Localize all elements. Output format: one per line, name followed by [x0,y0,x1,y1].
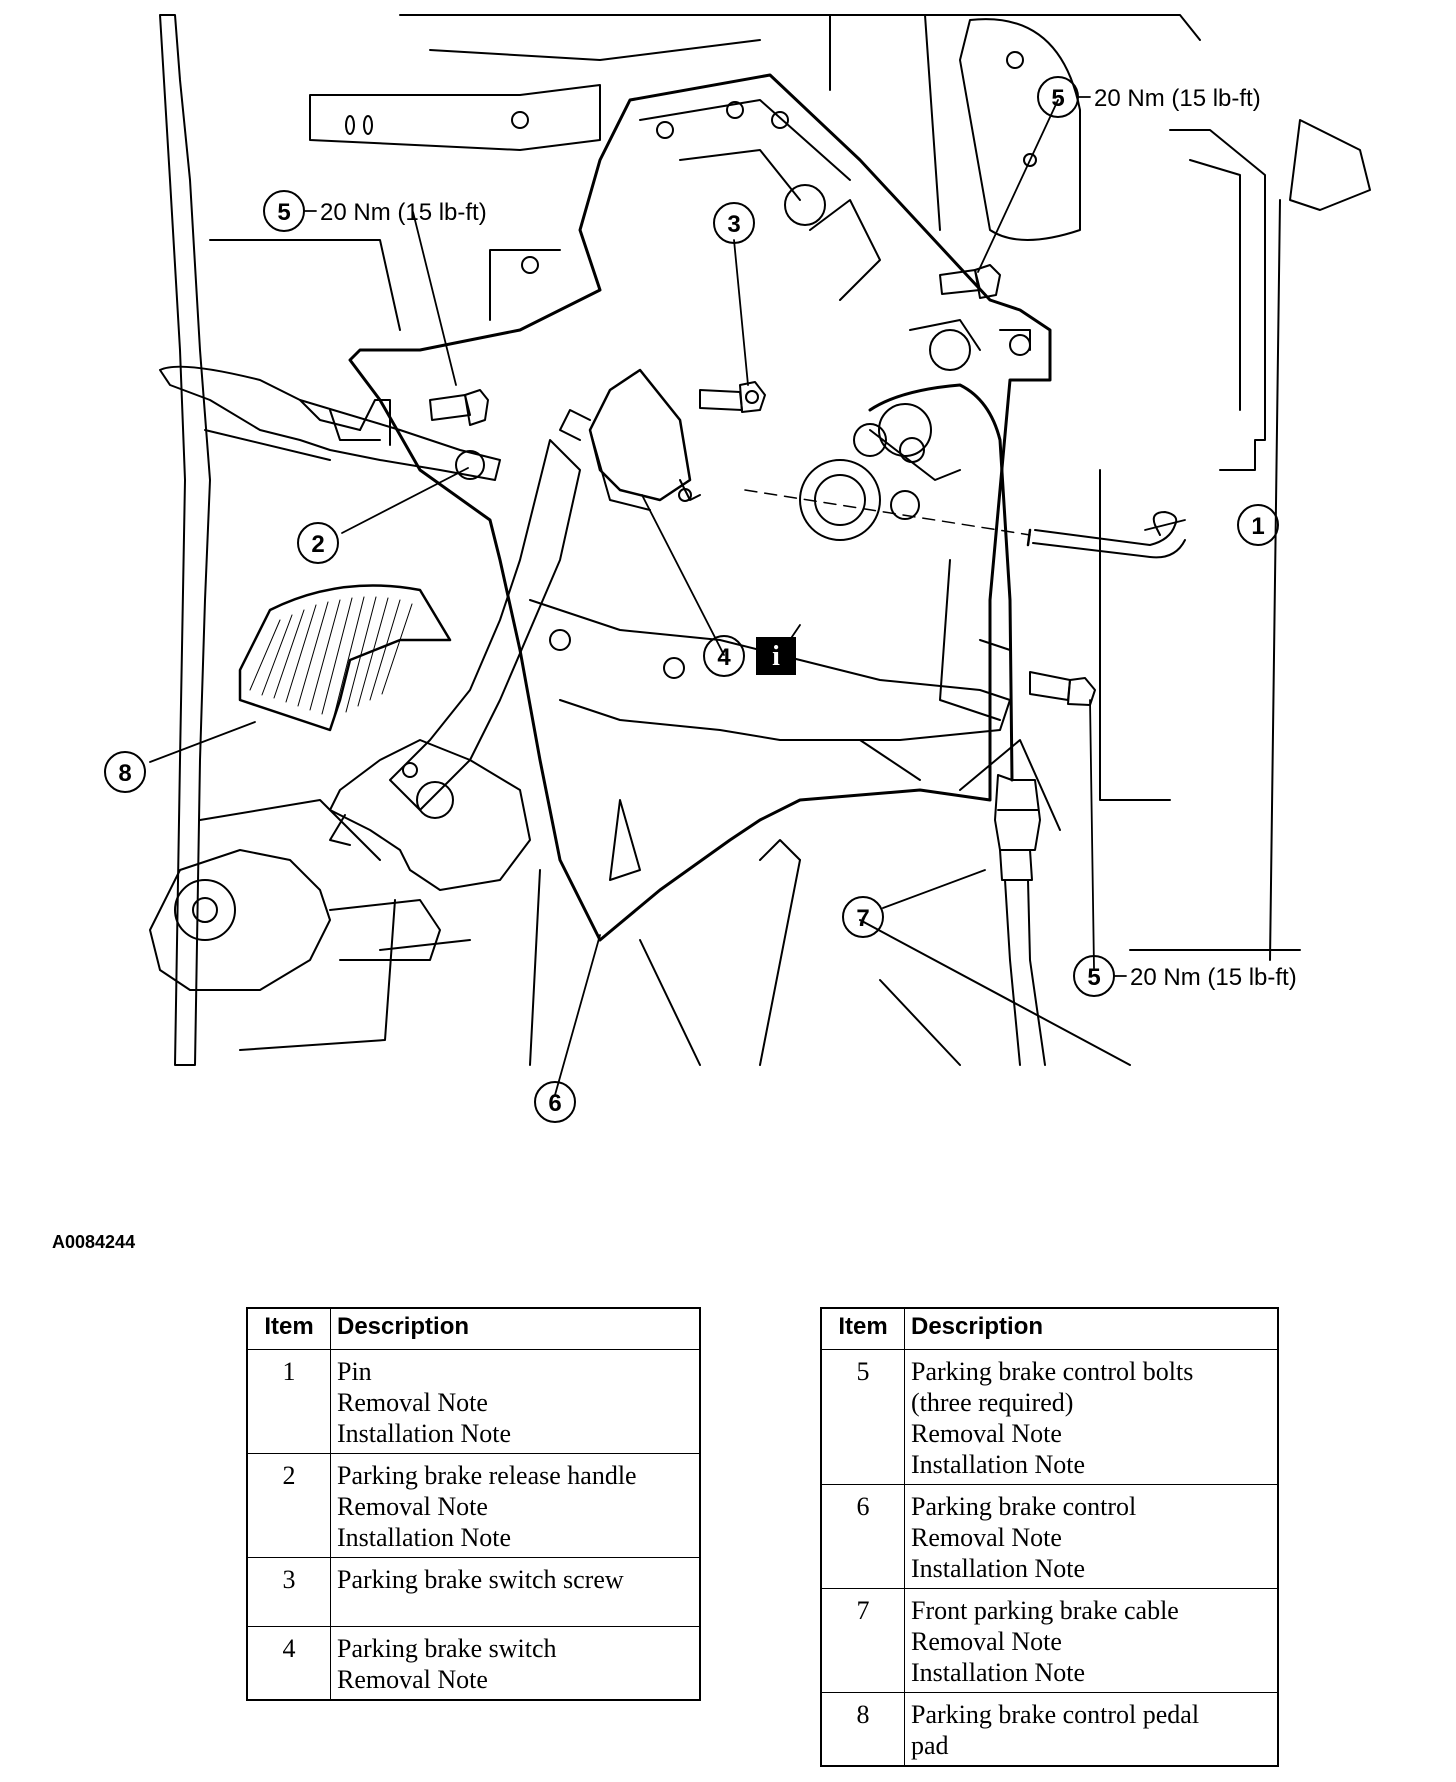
item-description: Parking brake release handle Removal Not… [330,1453,701,1558]
callout-5-left: 5 [277,199,290,226]
torque-spec-left: 20 Nm (15 lb-ft) [320,199,487,226]
removal-note-link[interactable]: Removal Note [911,1419,1062,1448]
callout-1: 1 [1251,513,1264,540]
removal-note-link[interactable]: Removal Note [337,1492,488,1521]
callout-4: 4 [717,644,731,671]
installation-note-link[interactable]: Installation Note [911,1554,1086,1583]
description-line: Front parking brake cable [911,1596,1179,1625]
control-lever[interactable] [329,439,1011,891]
figure-id: A0084244 [52,1232,136,1252]
removal-note-link[interactable]: Removal Note [911,1627,1062,1656]
item-description: Pin Removal Note Installation Note [330,1349,701,1454]
parking-brake-control-body[interactable] [348,73,1052,942]
description-line: Parking brake release handle [337,1461,637,1490]
description-line: (three required) [911,1388,1074,1417]
table-row: 8 Parking brake control pedal pad [820,1692,1279,1767]
item-description: Parking brake control pedal pad [904,1692,1279,1767]
description-line: Parking brake switch [337,1634,557,1663]
description-line: Parking brake control [911,1492,1137,1521]
release-handle[interactable] [159,365,501,481]
removal-note-link[interactable]: Removal Note [911,1523,1062,1552]
table-row: 1 Pin Removal Note Installation Note [246,1349,701,1454]
description-line: Parking brake control bolts [911,1357,1194,1386]
item-description: Parking brake control bolts (three requi… [904,1349,1279,1485]
torque-spec-bottom: 20 Nm (15 lb-ft) [1130,964,1297,991]
callout-8: 8 [118,760,131,787]
table-row: 4 Parking brake switch Removal Note [246,1626,701,1701]
item-number: 3 [246,1557,331,1627]
description-line: Pin [337,1357,372,1386]
item-description: Front parking brake cable Removal Note I… [904,1588,1279,1693]
item-number: 8 [820,1692,905,1767]
mounting-bracket [309,84,601,321]
column-header-description: Description [904,1307,1279,1350]
item-number: 6 [820,1484,905,1589]
callout-6: 6 [548,1090,561,1117]
item-description: Parking brake control Removal Note Insta… [904,1484,1279,1589]
torque-spec-top: 20 Nm (15 lb-ft) [1094,85,1261,112]
item-number: 4 [246,1626,331,1701]
bolt-upper-right[interactable] [939,264,1001,299]
item-number: 1 [246,1349,331,1454]
table-header-row: Item Description [246,1307,701,1350]
front-parking-brake-cable[interactable] [868,383,1046,1066]
switch-screw[interactable] [699,381,766,413]
description-line: Parking brake switch screw [337,1565,624,1594]
item-number: 2 [246,1453,331,1558]
adjuster-mechanism [149,849,471,991]
installation-note-link[interactable]: Installation Note [337,1419,512,1448]
description-line: pad [911,1731,949,1760]
callout-7: 7 [856,905,869,932]
info-icon[interactable]: i [772,641,780,672]
installation-note-link[interactable]: Installation Note [911,1450,1086,1479]
parking-brake-switch[interactable] [559,368,701,511]
description-line: Parking brake control pedal [911,1700,1200,1729]
callout-5-top: 5 [1051,85,1064,112]
installation-note-link[interactable]: Installation Note [337,1523,512,1552]
removal-note-link[interactable]: Removal Note [337,1388,488,1417]
pedal-pad[interactable] [238,584,452,732]
table-row: 7 Front parking brake cable Removal Note… [820,1588,1279,1693]
table-header-row: Item Description [820,1307,1279,1350]
bolt-lower-right[interactable] [1029,671,1096,706]
bolt-left[interactable] [429,389,489,426]
item-description: Parking brake switch screw [330,1557,701,1627]
pin-axis [744,489,1031,536]
item-description: Parking brake switch Removal Note [330,1626,701,1701]
info-icon-bg [756,637,796,675]
parts-table-left: Item Description 1 Pin Removal Note Inst… [246,1307,701,1701]
table-row: 5 Parking brake control bolts (three req… [820,1349,1279,1485]
column-header-description: Description [330,1307,701,1350]
column-header-item: Item [820,1307,905,1350]
callout-2: 2 [311,531,324,558]
table-row: 2 Parking brake release handle Removal N… [246,1453,701,1558]
callout-circles [104,76,1279,1123]
item-number: 5 [820,1349,905,1485]
pin[interactable] [1026,511,1186,559]
installation-note-link[interactable]: Installation Note [911,1658,1086,1687]
callout-3: 3 [727,211,740,238]
removal-note-link[interactable]: Removal Note [337,1665,488,1694]
leader-lines [149,99,1186,1096]
callout-5-bottom: 5 [1087,964,1100,991]
parking-brake-illustration: i 5 20 Nm (15 lb-ft) 5 20 Nm (15 lb-ft) … [104,14,1371,1123]
vehicle-structure [159,14,1371,1066]
table-row: 3 Parking brake switch screw [246,1557,701,1627]
column-header-item: Item [246,1307,331,1350]
item-number: 7 [820,1588,905,1693]
table-row: 6 Parking brake control Removal Note Ins… [820,1484,1279,1589]
parts-table-right: Item Description 5 Parking brake control… [820,1307,1279,1767]
